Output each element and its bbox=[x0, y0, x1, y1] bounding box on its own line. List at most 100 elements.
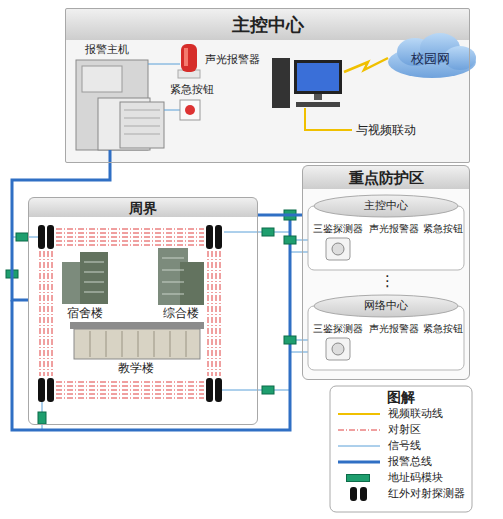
network-link bbox=[344, 58, 388, 72]
cloud-node: 校园网 bbox=[392, 46, 468, 72]
infrared-detector bbox=[47, 225, 54, 249]
device-box: 紧急按钮 bbox=[419, 222, 467, 268]
building-figure bbox=[84, 292, 104, 293]
triple-detector-icon bbox=[326, 238, 350, 360]
infrared-detector bbox=[206, 225, 213, 249]
legend-text: 地址码模块 bbox=[388, 471, 443, 484]
text-slot: 宿舍楼 bbox=[56, 305, 114, 321]
panel-ground bbox=[29, 198, 257, 217]
building-figure bbox=[186, 331, 187, 357]
building-figure bbox=[138, 331, 139, 357]
building-figure bbox=[80, 252, 108, 304]
building-label: 教学楼 bbox=[106, 360, 166, 376]
label-text: 校园网 bbox=[411, 51, 450, 67]
beam-zone bbox=[56, 386, 204, 387]
infrared-detector bbox=[215, 378, 222, 402]
legend-text: 对射区 bbox=[388, 423, 421, 436]
signal-wire bbox=[224, 232, 290, 233]
panel-ground bbox=[303, 166, 469, 189]
text-slot: 声光报警器 bbox=[365, 222, 423, 236]
signal-wire bbox=[148, 64, 180, 65]
panel-ground bbox=[65, 8, 470, 163]
label-text: 紧急按钮 bbox=[423, 223, 463, 235]
alarm-siren-icon bbox=[181, 44, 197, 72]
beam-zone bbox=[56, 229, 204, 230]
device-box: 三鉴探测器 bbox=[309, 222, 367, 268]
text-slot: 网络中心 bbox=[308, 296, 464, 316]
beam-zone bbox=[56, 390, 204, 391]
infrared-detector bbox=[38, 225, 222, 402]
sub-zone: 网络中心三鉴探测器声光报警器紧急按钮 bbox=[308, 296, 464, 370]
device-label: 报警主机 bbox=[76, 42, 138, 58]
beam-zone bbox=[56, 394, 204, 395]
text-slot: 重点防护区 bbox=[303, 166, 469, 190]
infrared-detector bbox=[215, 225, 222, 249]
text-slot: 紧急按钮 bbox=[419, 222, 467, 236]
beam-zone bbox=[40, 229, 220, 398]
perimeter-zone: 周界宿舍楼 综合楼教学楼 bbox=[28, 197, 258, 425]
control-center-panel: 主控中心报警主机声光报警器紧急按钮 bbox=[65, 8, 470, 163]
building-figure bbox=[106, 331, 107, 357]
building-figure bbox=[70, 322, 204, 329]
address-module bbox=[16, 233, 28, 241]
alarm-host-figure bbox=[124, 134, 160, 135]
signal-wire bbox=[12, 64, 308, 430]
infrared-detector bbox=[206, 378, 213, 402]
address-module bbox=[262, 228, 274, 236]
zone-outline bbox=[314, 295, 458, 317]
building-label: 宿舍楼 bbox=[56, 305, 114, 321]
label-text: 网络中心 bbox=[364, 299, 408, 312]
legend-text: 信号线 bbox=[388, 439, 421, 452]
alarm-bus-connector bbox=[12, 163, 110, 300]
device-label: 紧急按钮 bbox=[166, 82, 218, 98]
building-figure bbox=[84, 282, 104, 283]
text-slot: 周界 bbox=[29, 198, 257, 218]
alarm-host-figure bbox=[124, 110, 160, 111]
legend-sample bbox=[338, 461, 380, 464]
building-figure bbox=[84, 262, 104, 263]
alarm-host-figure bbox=[124, 126, 160, 127]
text-slot: 紧急按钮 bbox=[419, 322, 467, 336]
signal-wire bbox=[290, 352, 308, 353]
legend-text: 报警总线 bbox=[388, 455, 432, 468]
triple-detector-icon bbox=[332, 243, 344, 255]
label-text: 声光报警器 bbox=[369, 323, 419, 335]
device-box: 三鉴探测器 bbox=[309, 322, 367, 368]
alarm-host-figure bbox=[124, 118, 160, 119]
link-label: 与视频联动 bbox=[356, 123, 416, 137]
legend-sample bbox=[338, 414, 380, 501]
building-figure bbox=[180, 262, 204, 305]
beam-zone bbox=[40, 251, 41, 376]
alarm-bus-line bbox=[12, 215, 290, 430]
text-slot: 三鉴探测器 bbox=[309, 222, 367, 236]
beam-zone bbox=[44, 251, 45, 376]
device-box: 紧急按钮 bbox=[419, 322, 467, 368]
building-label: 综合楼 bbox=[152, 305, 210, 321]
beam-zone bbox=[56, 233, 204, 234]
panel-ground bbox=[66, 9, 469, 40]
legend-box bbox=[330, 386, 472, 512]
legend-sample bbox=[360, 487, 367, 501]
alarm-bus-line bbox=[12, 150, 290, 430]
heading-text: 重点防护区 bbox=[349, 169, 424, 187]
building-figure bbox=[162, 294, 184, 295]
text-slot: 声光报警器 bbox=[200, 52, 264, 68]
alarm-bus-connector bbox=[258, 214, 302, 217]
legend-text: 视频联动线 bbox=[388, 407, 443, 420]
building-figure bbox=[62, 248, 204, 359]
label-text: 综合楼 bbox=[163, 306, 199, 320]
beam-zone bbox=[56, 398, 204, 399]
text-slot: 校园网 bbox=[392, 46, 468, 72]
beam-zone bbox=[52, 251, 53, 376]
beam-zone bbox=[216, 251, 217, 376]
label-text: 声光报警器 bbox=[205, 53, 260, 66]
video-link-line bbox=[305, 108, 352, 130]
device-label: 声光报警器 bbox=[200, 52, 264, 68]
infrared-detector bbox=[47, 378, 54, 402]
building-figure bbox=[122, 331, 123, 357]
zone-outline bbox=[308, 195, 464, 370]
address-module bbox=[6, 210, 296, 424]
text-slot: 三鉴探测器 bbox=[309, 322, 367, 336]
